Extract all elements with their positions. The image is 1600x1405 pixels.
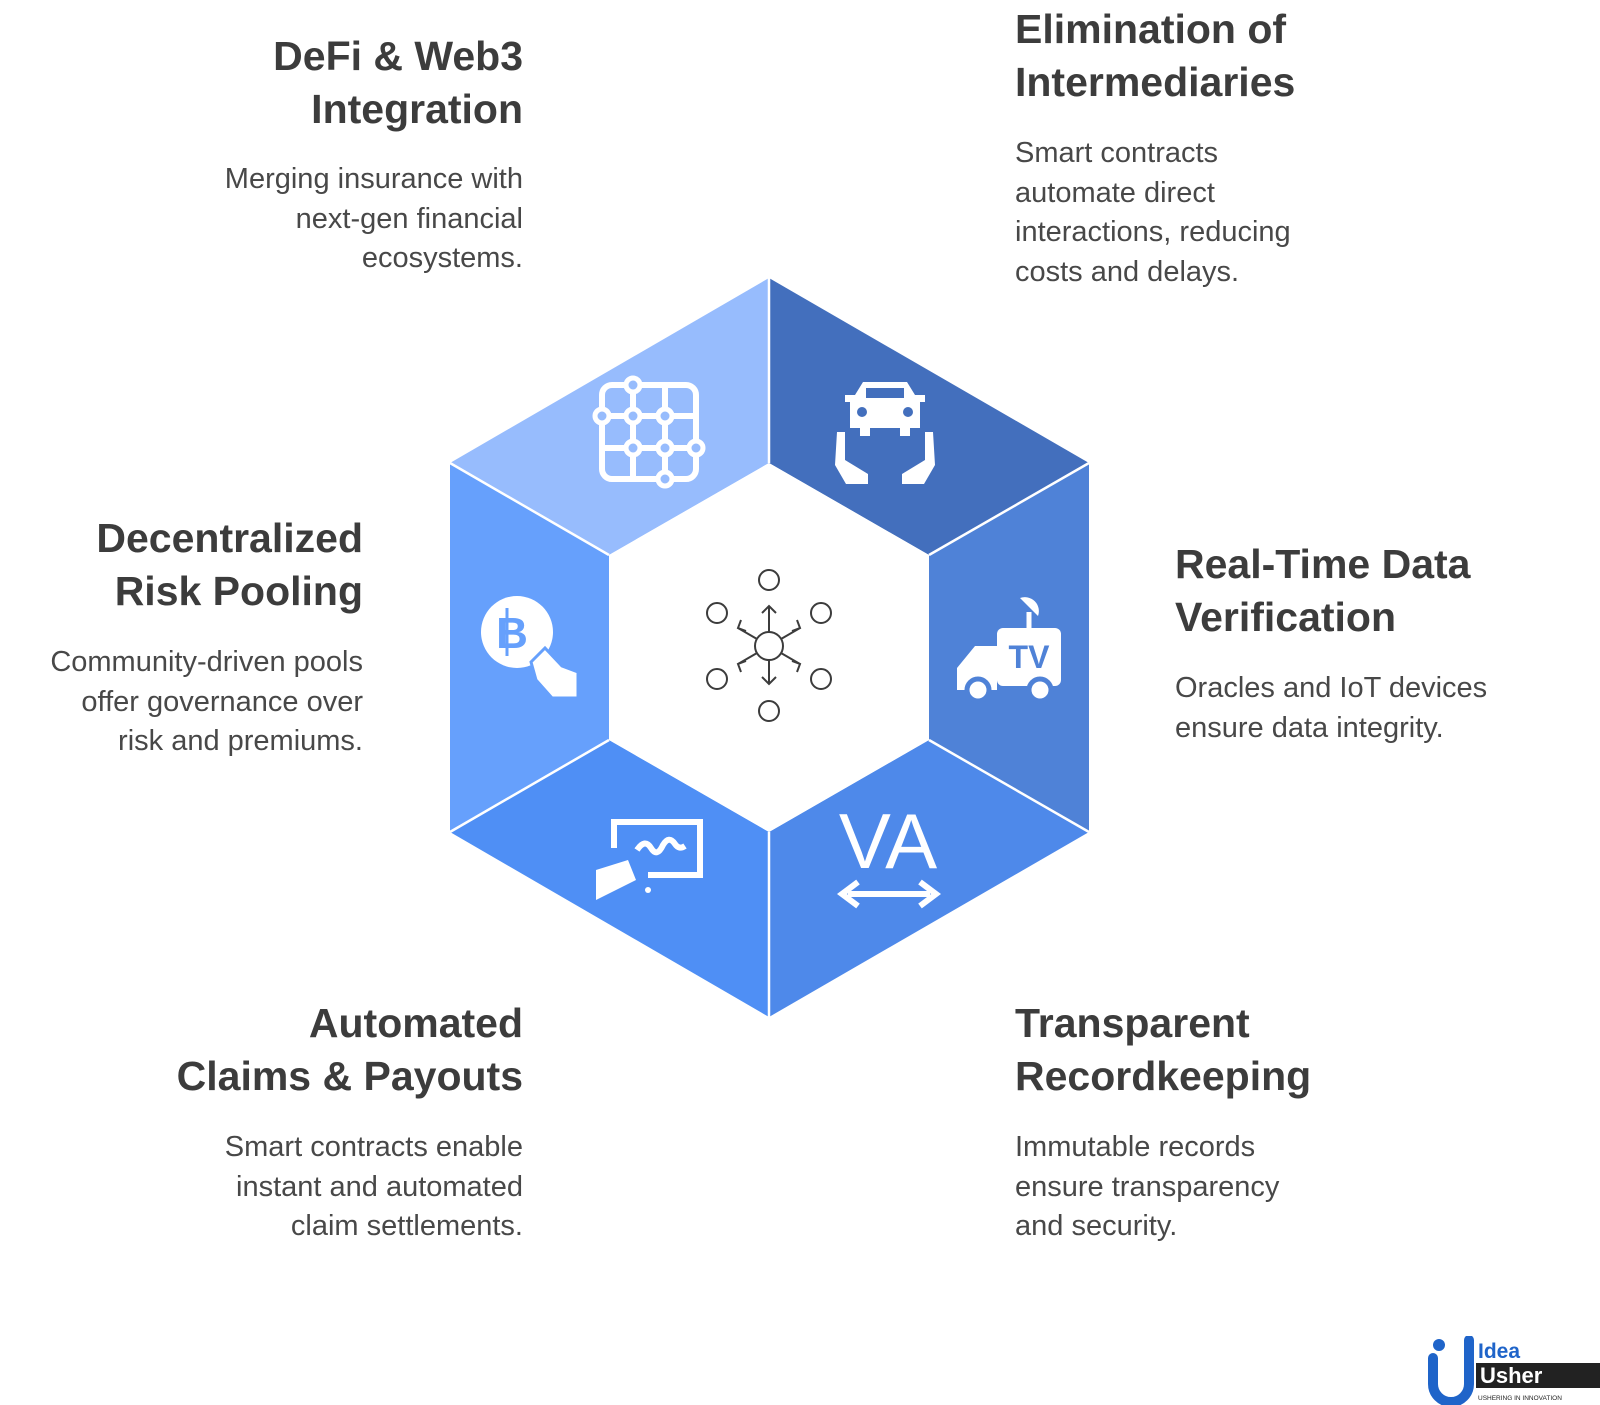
logo-u-mark — [1428, 1336, 1474, 1405]
title-recordkeeping: Transparent Recordkeeping — [1015, 1000, 1312, 1099]
block-pooling: Decentralized Risk Pooling Community-dri… — [0, 512, 363, 762]
desc-recordkeeping: Immutable records ensure transparency an… — [1015, 1131, 1280, 1242]
logo-tagline: USHERING IN INNOVATION — [1478, 1395, 1562, 1402]
title-defi: DeFi & Web3 Integration — [273, 33, 523, 132]
car-insurance-hands-icon — [835, 382, 935, 484]
digital-signature-icon — [596, 819, 703, 900]
desc-intermediaries: Smart contracts automate direct interact… — [1015, 137, 1291, 288]
svg-text:TV: TV — [1009, 639, 1051, 675]
desc-claims: Smart contracts enable instant and autom… — [224, 1131, 523, 1242]
center-hexagon — [609, 463, 929, 832]
desc-defi: Merging insurance with next-gen financia… — [224, 163, 523, 274]
segment-intermediaries — [769, 278, 1089, 555]
segment-dividers — [449, 278, 1090, 1017]
bitcoin-hand-icon: B — [481, 596, 580, 700]
block-defi: DeFi & Web3 Integration Merging insuranc… — [163, 30, 523, 279]
svg-text:B: B — [496, 609, 528, 658]
blockchain-grid-icon — [592, 375, 706, 489]
segment-recordkeeping — [769, 740, 1089, 1017]
tv-broadcast-truck-icon: TV — [957, 597, 1061, 704]
desc-pooling: Community-driven pools offer governance … — [50, 646, 363, 757]
decentralized-network-icon — [706, 569, 832, 722]
title-realtime: Real-Time Data Verification — [1175, 541, 1471, 640]
logo-line2: Usher — [1480, 1363, 1543, 1388]
logo-dark-band — [1476, 1363, 1600, 1388]
idea-usher-logo: Idea Usher USHERING IN INNOVATION — [1428, 1336, 1600, 1405]
title-pooling: Decentralized Risk Pooling — [96, 515, 363, 614]
svg-text:VA: VA — [839, 797, 937, 885]
title-claims: Automated Claims & Payouts — [176, 1000, 523, 1099]
va-width-arrow-icon: VA — [837, 797, 941, 909]
logo-dot — [1433, 1339, 1445, 1351]
desc-realtime: Oracles and IoT devices ensure data inte… — [1175, 672, 1488, 744]
block-intermediaries: Elimination of Intermediaries Smart cont… — [1015, 3, 1395, 292]
block-realtime: Real-Time Data Verification Oracles and … — [1175, 538, 1575, 748]
logo-line1: Idea — [1478, 1340, 1520, 1363]
block-claims: Automated Claims & Payouts Smart contrac… — [123, 997, 523, 1247]
title-intermediaries: Elimination of Intermediaries — [1015, 6, 1296, 105]
block-recordkeeping: Transparent Recordkeeping Immutable reco… — [1015, 997, 1395, 1247]
